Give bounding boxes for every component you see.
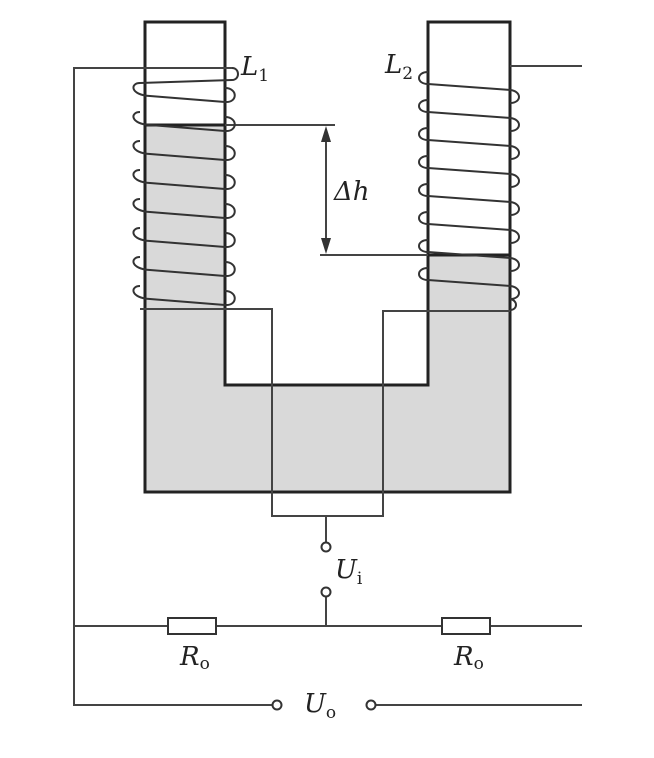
label-l2: L2 (384, 50, 413, 84)
label-r0-left: Ro (179, 642, 210, 674)
resistor-r0-left (167, 617, 217, 635)
label-uo: Uo (304, 689, 336, 723)
coil-l2 (418, 71, 520, 311)
label-delta-h: Δh (333, 177, 370, 207)
terminal-uo-right (365, 699, 377, 711)
resistor-r0-right (441, 617, 491, 635)
wire-excitation-right (326, 310, 510, 517)
terminal-ui-top (320, 541, 332, 553)
wire-left-outer (73, 67, 272, 706)
terminal-ui-bottom (320, 586, 332, 598)
label-l1: L1 (240, 52, 269, 86)
liquid-fill (145, 125, 510, 492)
label-r0-right: Ro (453, 642, 484, 674)
delta-h-arrow-head-down (321, 238, 331, 254)
wire-excitation-left (140, 308, 326, 517)
u-tube-outline (143, 20, 512, 494)
delta-h-arrow-head-up (321, 126, 331, 142)
label-ui: Ui (335, 555, 363, 589)
coil-l1 (132, 67, 239, 307)
terminal-uo-left (271, 699, 283, 711)
